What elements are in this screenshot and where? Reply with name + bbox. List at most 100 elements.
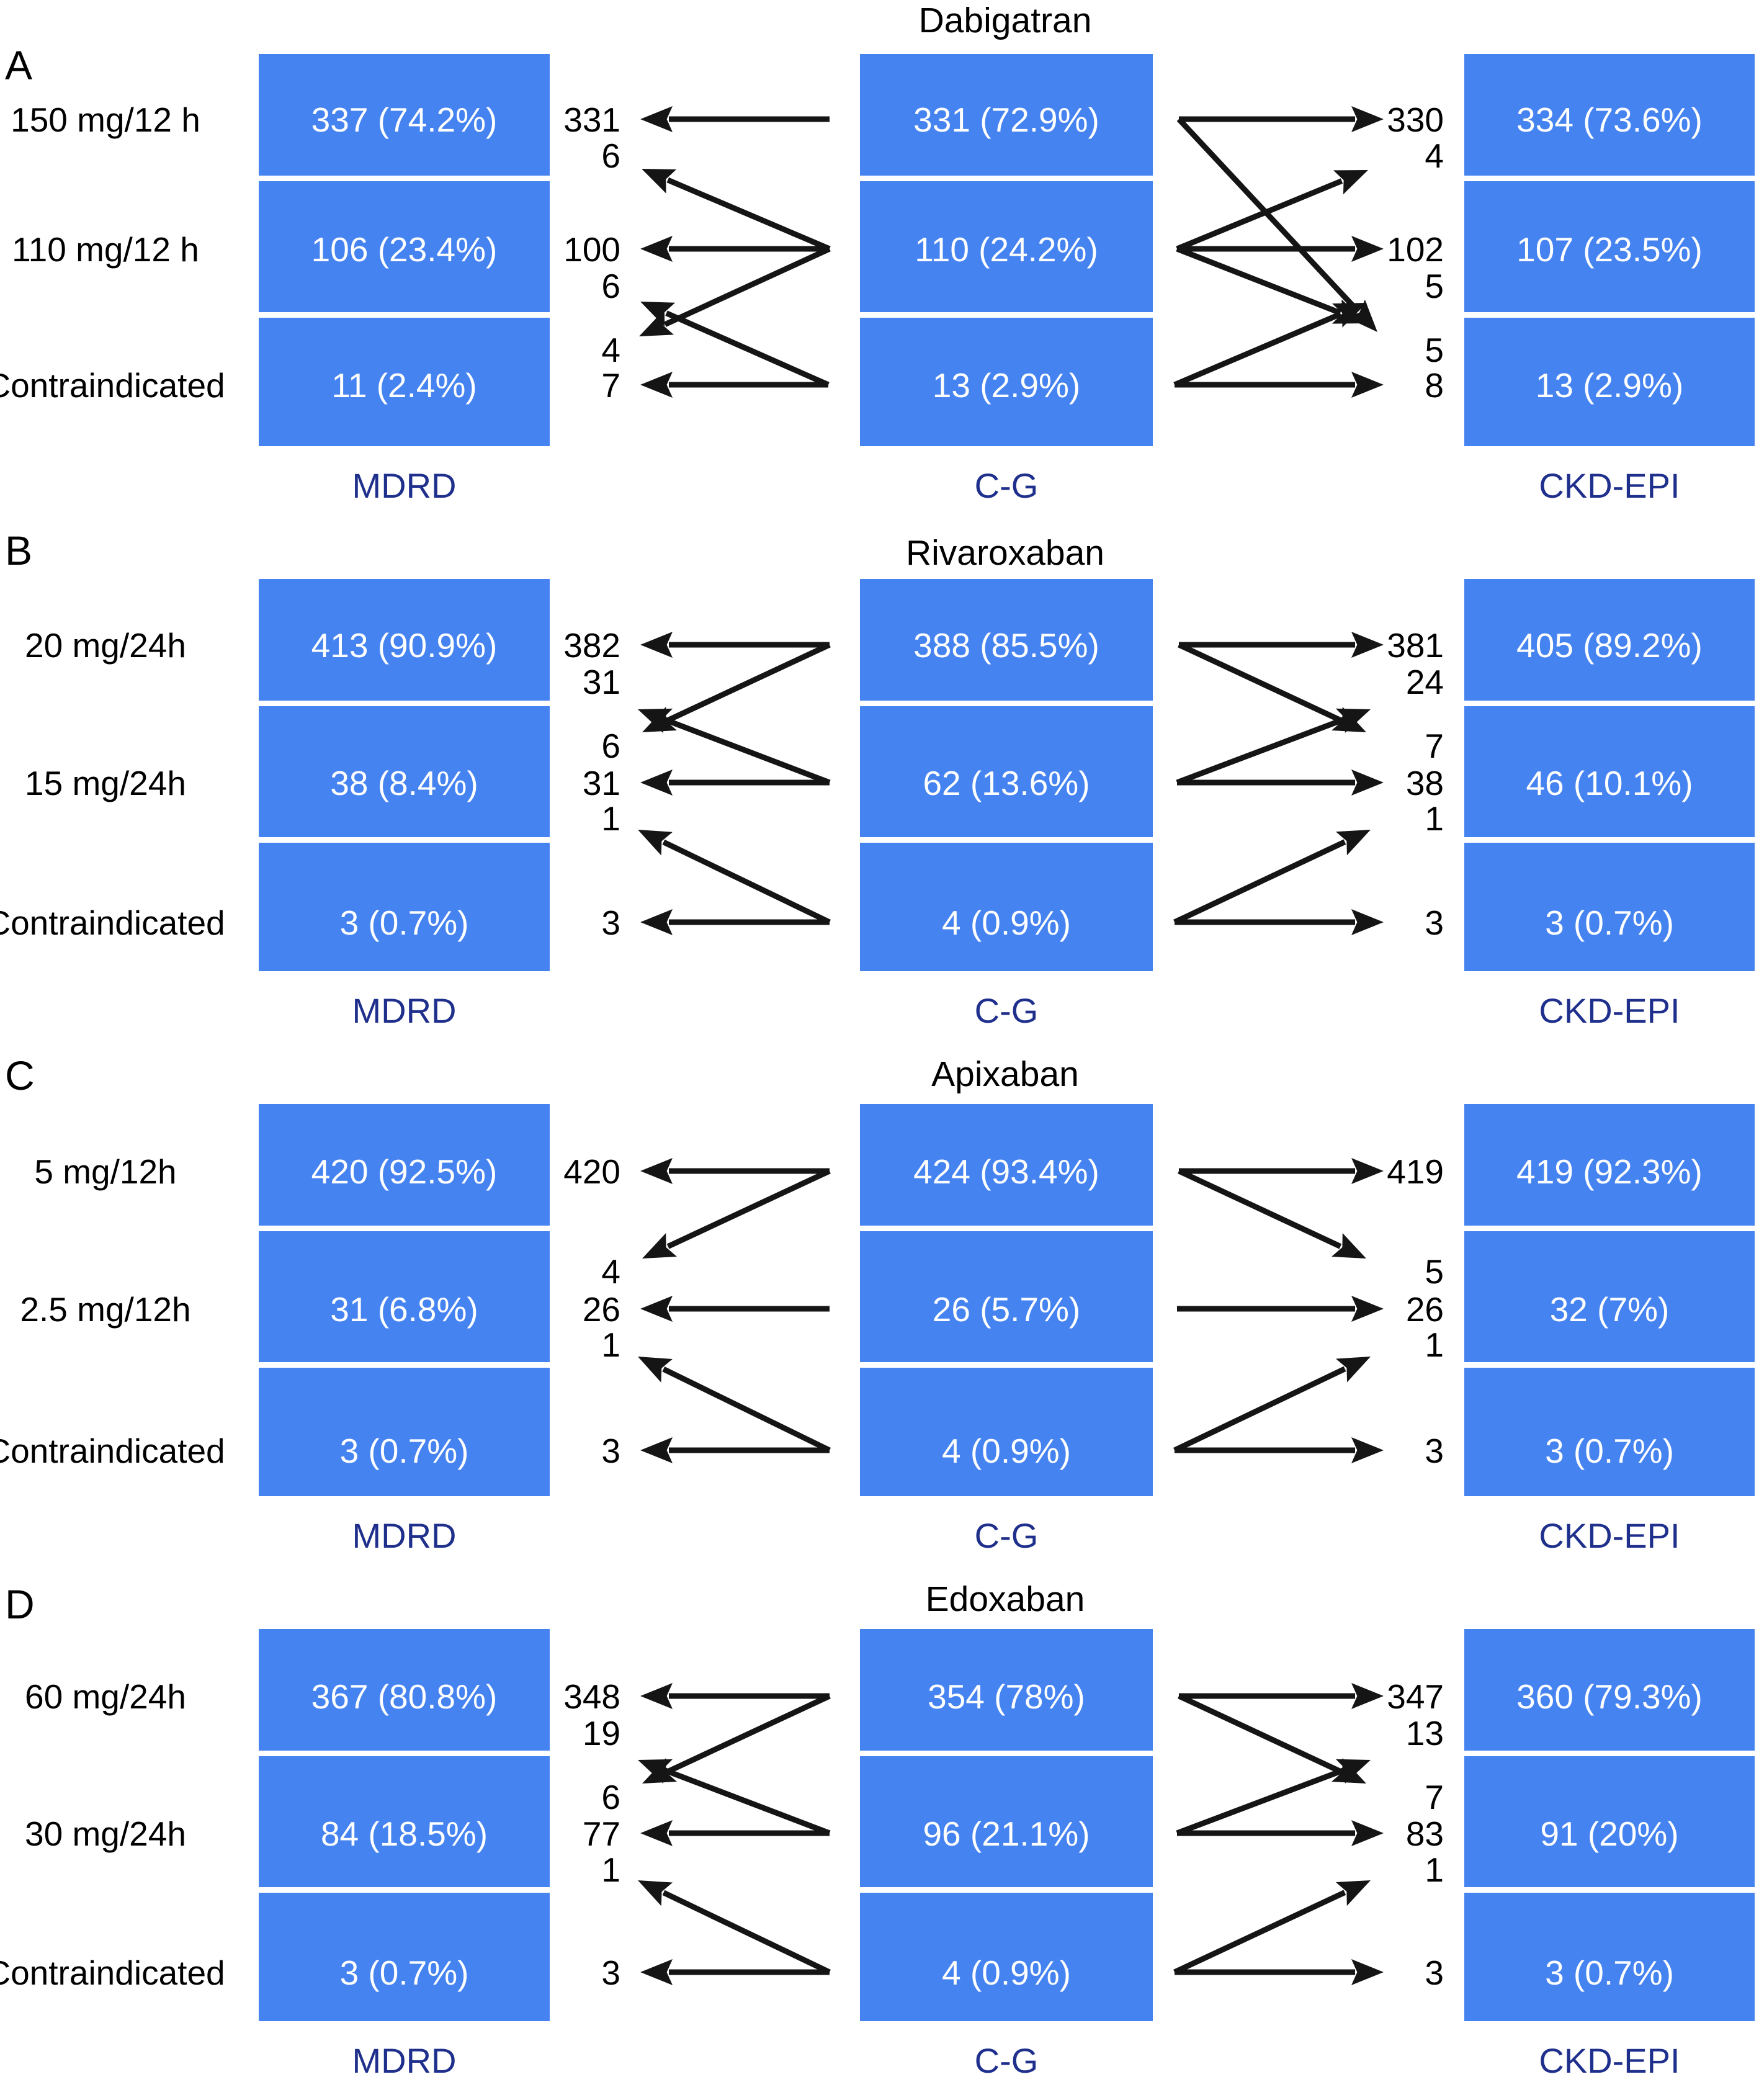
flow-arrow-left-3-head bbox=[640, 1820, 673, 1846]
dose-box-mdrd-row1 bbox=[259, 1104, 550, 1226]
flow-arrow-left-1-shaft bbox=[666, 1693, 831, 1774]
dose-count-mdrd-row3: 3 (0.7%) bbox=[340, 904, 469, 942]
flow-arrow-right-0-head bbox=[1351, 106, 1384, 132]
dose-count-mdrd-row3: 11 (2.4%) bbox=[331, 366, 477, 405]
flow-arrow-right-5-head bbox=[1332, 303, 1367, 328]
dose-box-ckd-epi-row1 bbox=[1464, 1629, 1755, 1751]
dose-box-cg-row1 bbox=[860, 54, 1153, 176]
dose-count-cg-row3: 4 (0.9%) bbox=[942, 1432, 1071, 1470]
flow-count-left: 3 bbox=[601, 1432, 620, 1470]
row-label-1: 150 mg/12 h bbox=[11, 101, 200, 139]
drug-title: Dabigatran bbox=[919, 1, 1092, 40]
dose-box-cg-row2 bbox=[860, 1231, 1153, 1362]
dose-box-ckd-epi-row3 bbox=[1464, 843, 1755, 971]
flow-count-right: 1 bbox=[1425, 1851, 1444, 1889]
flow-count-right: 1 bbox=[1425, 799, 1444, 838]
flow-arrow-right-0-head bbox=[1351, 1158, 1384, 1184]
flow-arrow-left-4-shaft bbox=[662, 839, 831, 925]
flow-arrow-right-1-head bbox=[1346, 299, 1377, 332]
flow-count-left: 100 bbox=[563, 230, 620, 269]
flow-count-right: 24 bbox=[1406, 663, 1444, 701]
drug-title: Edoxaban bbox=[926, 1579, 1085, 1619]
flow-count-right: 4 bbox=[1425, 137, 1444, 175]
flow-arrow-left-3-head bbox=[638, 1357, 673, 1383]
flow-arrow-left-0-head bbox=[640, 106, 673, 132]
dose-box-mdrd-row1 bbox=[259, 579, 550, 701]
dose-box-ckd-epi-row2 bbox=[1464, 1756, 1755, 1887]
flow-count-left: 6 bbox=[601, 1778, 620, 1816]
dose-count-cg-row2: 26 (5.7%) bbox=[933, 1290, 1080, 1329]
flow-arrow-right-2-shaft bbox=[1176, 1767, 1345, 1836]
flow-count-left: 382 bbox=[563, 626, 620, 665]
flow-arrow-left-5-head bbox=[640, 909, 673, 935]
dose-count-mdrd-row1: 413 (90.9%) bbox=[311, 626, 498, 665]
flow-count-right: 3 bbox=[1425, 1954, 1444, 1992]
dose-box-cg-row3 bbox=[860, 1368, 1153, 1496]
dose-box-mdrd-row2 bbox=[259, 706, 550, 837]
flow-arrow-left-2-head bbox=[638, 1759, 673, 1784]
flow-arrow-left-3-shaft bbox=[665, 310, 830, 388]
flow-arrow-right-4-head bbox=[1351, 1437, 1384, 1463]
dose-box-ckd-epi-row1 bbox=[1464, 1104, 1755, 1226]
flow-arrow-right-5-shaft bbox=[1173, 311, 1342, 388]
column-label-cg: C-G bbox=[975, 466, 1039, 505]
dose-box-ckd-epi-row1 bbox=[1464, 54, 1755, 176]
flow-arrow-left-2-shaft bbox=[663, 717, 831, 786]
dose-count-cg-row1: 388 (85.5%) bbox=[913, 626, 1099, 665]
dose-count-mdrd-row3: 3 (0.7%) bbox=[340, 1432, 469, 1470]
flow-arrow-left-0-head bbox=[640, 1683, 673, 1709]
dose-box-mdrd-row2 bbox=[259, 181, 550, 312]
dose-count-cg-row3: 4 (0.9%) bbox=[942, 904, 1071, 942]
flow-count-left: 331 bbox=[563, 101, 620, 139]
panel-letter: D bbox=[5, 1581, 35, 1627]
dose-count-cg-row3: 13 (2.9%) bbox=[933, 366, 1080, 405]
dose-count-ckd-epi-row1: 419 (92.3%) bbox=[1516, 1152, 1703, 1191]
flow-count-left: 26 bbox=[583, 1290, 620, 1329]
flow-arrow-right-4-head bbox=[1336, 830, 1371, 856]
dose-box-mdrd-row3 bbox=[259, 1368, 550, 1496]
flow-arrow-right-2-head bbox=[1333, 170, 1368, 195]
row-label-3: Contraindicated bbox=[0, 1954, 225, 1992]
dose-box-ckd-epi-row3 bbox=[1464, 318, 1755, 446]
flow-arrow-left-3-head bbox=[640, 770, 673, 796]
flow-count-left: 7 bbox=[601, 366, 620, 405]
dose-count-ckd-epi-row2: 107 (23.5%) bbox=[1516, 230, 1703, 269]
dose-count-mdrd-row2: 106 (23.4%) bbox=[311, 230, 498, 269]
dose-box-ckd-epi-row2 bbox=[1464, 181, 1755, 312]
flow-arrow-right-1-shaft bbox=[1178, 1693, 1342, 1774]
row-label-2: 30 mg/24h bbox=[25, 1815, 186, 1853]
dose-count-mdrd-row1: 367 (80.8%) bbox=[311, 1677, 498, 1716]
flow-count-right: 347 bbox=[1387, 1677, 1444, 1716]
flow-arrow-left-4-head bbox=[639, 311, 674, 336]
flow-arrow-right-2-shaft bbox=[1176, 717, 1345, 786]
flow-arrow-right-1-shaft bbox=[1176, 117, 1360, 313]
dose-count-cg-row2: 62 (13.6%) bbox=[923, 764, 1090, 802]
flow-arrow-right-4-shaft bbox=[1173, 839, 1346, 925]
flow-count-left: 1 bbox=[601, 799, 620, 838]
column-label-mdrd: MDRD bbox=[352, 2041, 457, 2080]
dose-box-mdrd-row1 bbox=[259, 54, 550, 176]
flow-count-right: 419 bbox=[1387, 1152, 1444, 1191]
flow-arrow-right-1-shaft bbox=[1178, 642, 1342, 723]
flow-arrow-left-1-shaft bbox=[666, 1168, 831, 1249]
dose-box-ckd-epi-row1 bbox=[1464, 579, 1755, 701]
flow-arrow-left-1-shaft bbox=[666, 642, 831, 723]
flow-count-left: 3 bbox=[601, 904, 620, 942]
flow-arrow-left-1-shaft bbox=[666, 177, 831, 252]
flow-count-right: 102 bbox=[1387, 230, 1444, 269]
panel-letter: C bbox=[5, 1052, 35, 1098]
flow-count-right: 7 bbox=[1425, 1778, 1444, 1816]
flow-arrow-right-2-head bbox=[1335, 1759, 1371, 1784]
flow-arrow-right-3-head bbox=[1351, 770, 1384, 796]
flow-arrow-right-2-head bbox=[1335, 708, 1371, 733]
flow-arrow-left-5-head bbox=[640, 372, 673, 398]
dose-box-cg-row3 bbox=[860, 318, 1153, 446]
dose-box-cg-row2 bbox=[860, 706, 1153, 837]
dose-count-ckd-epi-row3: 3 (0.7%) bbox=[1545, 904, 1674, 942]
column-label-ckd-epi: CKD-EPI bbox=[1539, 466, 1680, 505]
flow-count-left: 6 bbox=[601, 727, 620, 765]
dose-box-mdrd-row3 bbox=[259, 1893, 550, 2021]
dose-box-cg-row1 bbox=[860, 1629, 1153, 1751]
dose-count-ckd-epi-row2: 32 (7%) bbox=[1550, 1290, 1670, 1329]
